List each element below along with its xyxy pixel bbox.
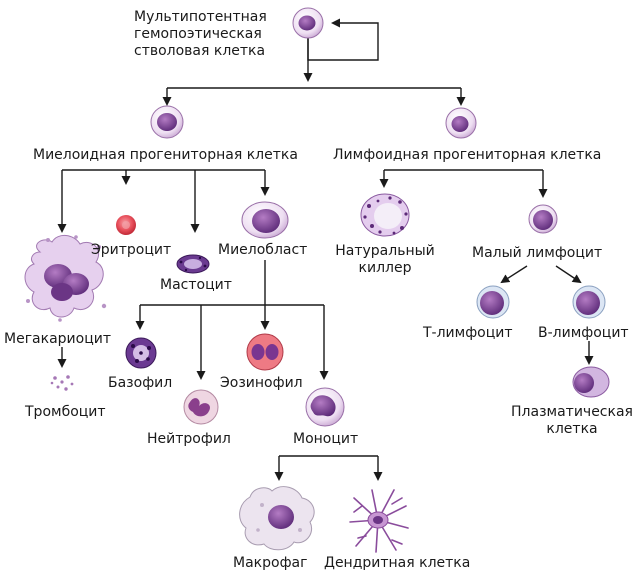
mastocyte-label: Мастоцит: [160, 277, 232, 293]
connectors: [57, 18, 594, 481]
to-b-lymphocyte-arrow: [555, 265, 582, 284]
megakaryocyte-icon: [24, 235, 107, 322]
hsc-cell-icon: [292, 7, 324, 39]
b-lymphocyte-icon: [572, 285, 606, 319]
erythrocyte-label: Эритроцит: [91, 242, 172, 258]
nk-cell-label: Натуральный киллер: [335, 243, 435, 276]
eosinophil-icon: [246, 333, 284, 371]
macrophage-label: Макрофаг: [233, 555, 308, 571]
monocyte-label: Моноцит: [293, 431, 359, 447]
lymphoid-progenitor-icon: [445, 107, 477, 139]
basophil-label: Базофил: [108, 375, 173, 391]
t-lymphocyte-label: Т-лимфоцит: [423, 325, 513, 341]
hsc-label: Мультипотентная гемопоэтическая стволова…: [134, 9, 267, 59]
small-lymphocyte-label: Малый лимфоцит: [472, 245, 603, 261]
t-lymphocyte-icon: [476, 285, 510, 319]
plasma-cell-icon: [572, 366, 610, 398]
myeloid-progenitor-icon: [150, 105, 184, 139]
neutrophil-label: Нейтрофил: [147, 431, 231, 447]
nk-cell-icon: [360, 193, 410, 237]
eosinophil-label: Эозинофил: [220, 375, 303, 391]
dendritic-cell-icon: [349, 489, 409, 553]
mastocyte-icon: [176, 254, 210, 274]
megakaryocyte-label: Мегакариоцит: [4, 331, 111, 347]
myeloblast-icon: [241, 201, 289, 239]
basophil-icon: [125, 337, 157, 369]
thrombocyte-label: Тромбоцит: [25, 404, 106, 420]
myeloblast-label: Миелобласт: [218, 242, 308, 258]
b-lymphocyte-label: В-лимфоцит: [538, 325, 629, 341]
monocyte-icon: [305, 387, 345, 427]
myeloid-progenitor-label: Миелоидная прогениторная клетка: [33, 147, 298, 163]
to-t-lymphocyte-arrow: [500, 265, 528, 284]
lymphoid-progenitor-label: Лимфоидная прогениторная клетка: [333, 147, 602, 163]
small-lymphocyte-icon: [528, 204, 558, 234]
plasma-cell-label: Плазматическая клетка: [511, 404, 633, 437]
dendritic-cell-label: Дендритная клетка: [324, 555, 471, 571]
erythrocyte-icon: [116, 215, 136, 235]
thrombocyte-icon: [50, 375, 74, 391]
neutrophil-icon: [183, 389, 219, 425]
macrophage-icon: [239, 486, 315, 551]
